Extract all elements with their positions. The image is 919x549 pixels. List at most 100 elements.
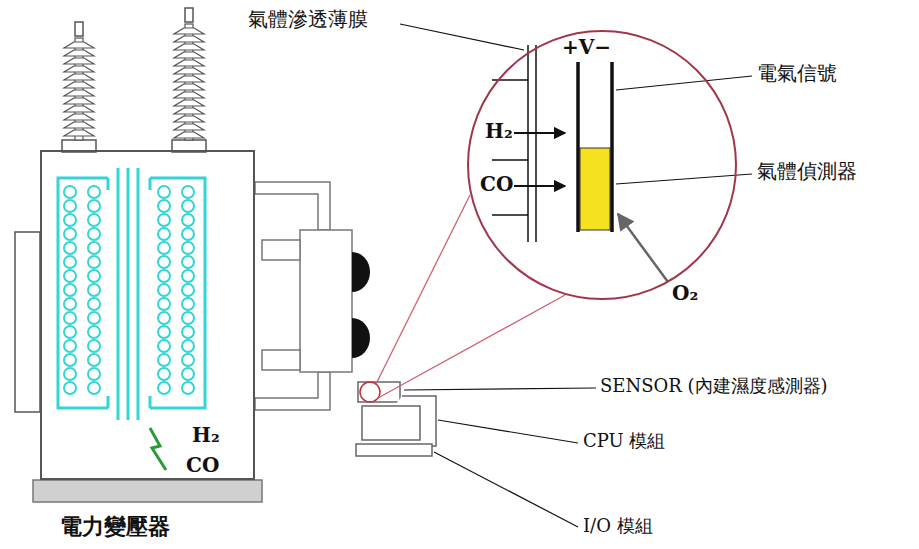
coil-turn [64, 298, 76, 310]
part-label: 電氣信號 [757, 62, 837, 85]
coil-turn [182, 368, 194, 380]
part-label: SENSOR (內建濕度感測器) [600, 376, 828, 397]
coil-turn [182, 270, 194, 282]
coil-turn [88, 354, 100, 366]
coil-turn [88, 340, 100, 352]
coil-turn [88, 382, 100, 394]
coil-turn [182, 354, 194, 366]
gas-label: H₂ [192, 424, 220, 447]
tank-fill [40, 150, 255, 480]
coil-turn [64, 186, 76, 198]
coil-turn [64, 284, 76, 296]
fault-spark [150, 428, 166, 470]
coil-turn [158, 284, 170, 296]
side-flange [15, 232, 40, 412]
coil-turn [182, 298, 194, 310]
coil-turn [182, 228, 194, 240]
coil-turn [158, 382, 170, 394]
sensor-module [356, 382, 436, 456]
coil-turn [64, 200, 76, 212]
coil-turn [158, 298, 170, 310]
coil-turn [88, 200, 100, 212]
coil-turn [158, 200, 170, 212]
coil-turn [182, 256, 194, 268]
coil-turn [182, 312, 194, 324]
coil-winding [64, 186, 194, 394]
coil-turn [182, 200, 194, 212]
coil-turn [158, 326, 170, 338]
bushing-skirt [64, 82, 94, 88]
coil-turn [64, 382, 76, 394]
polarity-label: +V− [562, 36, 611, 59]
coil-turn [88, 298, 100, 310]
tank-base [33, 480, 262, 502]
coil-turn [88, 312, 100, 324]
bushing-skirt [64, 58, 94, 64]
coil-turn [64, 214, 76, 226]
transformer-core [58, 168, 205, 420]
coil-turn [88, 186, 100, 198]
bushing-skirt [64, 66, 94, 72]
bushing-skirt [64, 114, 94, 120]
coil-turn [88, 326, 100, 338]
bushing-skirt [174, 44, 204, 50]
gas-label: CO [480, 173, 513, 196]
bushing-skirt [64, 90, 94, 96]
bushing [64, 24, 204, 140]
part-label: I/O 模組 [583, 516, 653, 537]
coil-turn [64, 354, 76, 366]
magnify-spot [360, 382, 380, 402]
bushing-skirt [64, 42, 94, 48]
leader-line [400, 24, 752, 527]
bushing-terminal [185, 8, 193, 22]
part-label: CPU 模組 [583, 431, 665, 452]
coil-turn [64, 242, 76, 254]
coil-turn [88, 270, 100, 282]
bushing-skirt [174, 124, 204, 130]
oxygen-arrow [618, 214, 668, 282]
coil-turn [64, 256, 76, 268]
equipment-title: 電力變壓器 [60, 514, 170, 539]
bushing-skirt [174, 60, 204, 66]
coil-turn [182, 214, 194, 226]
coil-turn [88, 242, 100, 254]
coil-turn [158, 228, 170, 240]
gas-flow-arrow [514, 133, 565, 186]
coil-turn [64, 228, 76, 240]
coil-turn [158, 340, 170, 352]
coil-turn [158, 270, 170, 282]
coil-turn [88, 256, 100, 268]
bushing-skirt [64, 50, 94, 56]
bushing-skirt [174, 116, 204, 122]
bushing-skirt [64, 122, 94, 128]
coil-turn [182, 340, 194, 352]
coil-turn [64, 326, 76, 338]
radiator [255, 182, 352, 410]
bushing-skirt [64, 130, 94, 136]
coil-turn [88, 368, 100, 380]
coil-turn [158, 242, 170, 254]
part-label: 氣體滲透薄膜 [248, 8, 368, 31]
bushing-skirt [174, 76, 204, 82]
coil-turn [158, 354, 170, 366]
coil-turn [64, 340, 76, 352]
bushing-skirt [174, 52, 204, 58]
bushing-skirt [174, 28, 204, 34]
bushing-skirt [174, 100, 204, 106]
magnifier-circle: H₂CO+V− [467, 30, 737, 300]
bushing-skirt [174, 108, 204, 114]
coil-turn [158, 368, 170, 380]
coil-turn [158, 256, 170, 268]
bushing-skirt [64, 98, 94, 104]
gas-label: O₂ [672, 282, 698, 305]
coil-turn [158, 186, 170, 198]
detector-electrolyte [580, 148, 610, 230]
part-label: 氣體偵測器 [757, 160, 857, 183]
coil-turn [182, 382, 194, 394]
bushing-skirt [174, 84, 204, 90]
coil-turn [158, 312, 170, 324]
bushing-skirt [174, 92, 204, 98]
cooling-fan [352, 252, 370, 358]
bushing-skirt [174, 68, 204, 74]
coil-turn [88, 214, 100, 226]
